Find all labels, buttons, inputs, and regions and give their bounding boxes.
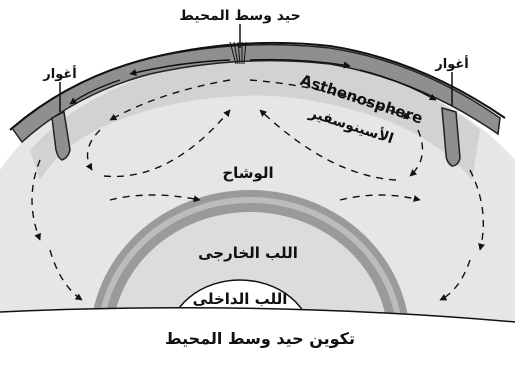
left-trench-label: أغوار: [42, 65, 76, 82]
right-trench-label: أغوار: [434, 55, 468, 72]
mantle-label: الوشاح: [222, 164, 273, 182]
caption: تكوين حيد وسط المحيط: [165, 329, 355, 348]
ridge-label: حيد وسط المحيط: [179, 8, 300, 24]
outer-core-label: اللب الخارجى: [198, 244, 298, 262]
inner-core-label: اللب الداخلى: [193, 290, 288, 308]
